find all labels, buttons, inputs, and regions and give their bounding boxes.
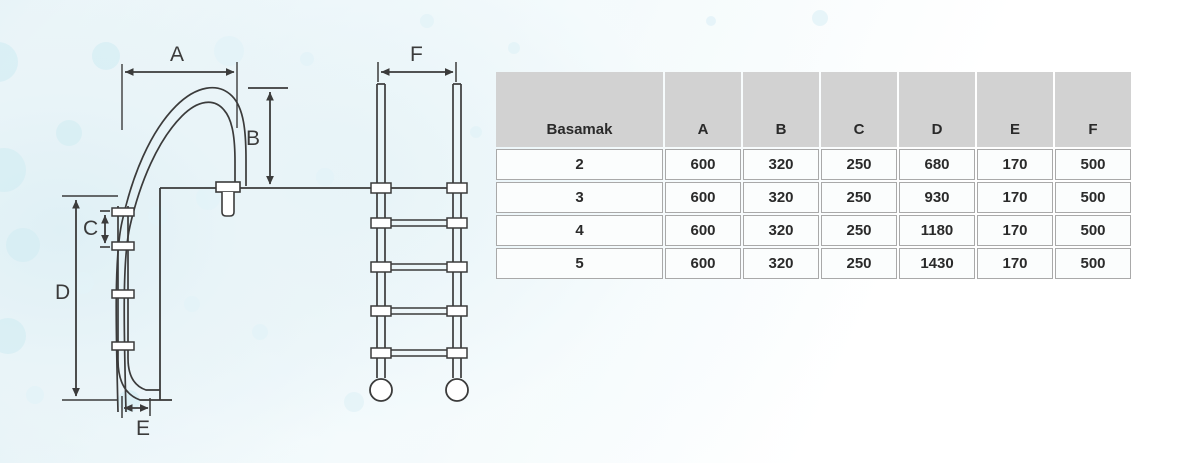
cell-f: 500	[1055, 182, 1131, 213]
dimension-label-f: F	[410, 43, 423, 66]
cell-d: 930	[899, 182, 975, 213]
dimension-a	[121, 62, 238, 130]
cell-d: 1430	[899, 248, 975, 279]
cell-b: 320	[743, 215, 819, 246]
cell-b: 320	[743, 182, 819, 213]
cell-c: 250	[821, 248, 897, 279]
dimension-label-c: C	[83, 217, 99, 240]
table-header-row: Basamak A B C D E F	[496, 72, 1131, 147]
column-header-c: C	[821, 72, 897, 147]
cell-basamak: 3	[496, 182, 663, 213]
column-header-basamak: Basamak	[496, 72, 663, 147]
side-view-stringer	[117, 206, 160, 401]
cell-basamak: 5	[496, 248, 663, 279]
front-view-rungs	[370, 182, 468, 359]
dimension-d	[62, 195, 118, 401]
cell-basamak: 2	[496, 149, 663, 180]
cell-c: 250	[821, 215, 897, 246]
front-view-feet	[369, 378, 469, 402]
cell-e: 170	[977, 182, 1053, 213]
dimension-label-d: D	[55, 281, 71, 304]
dimension-label-b: B	[246, 127, 261, 150]
table-row: 3 600 320 250 930 170 500	[496, 182, 1131, 213]
dimension-f	[377, 62, 457, 82]
column-header-e: E	[977, 72, 1053, 147]
cell-a: 600	[665, 149, 741, 180]
deck-line	[159, 187, 455, 401]
cell-a: 600	[665, 182, 741, 213]
dimension-b	[248, 87, 288, 185]
column-header-f: F	[1055, 72, 1131, 147]
column-header-b: B	[743, 72, 819, 147]
cell-e: 170	[977, 149, 1053, 180]
front-view-rails	[376, 83, 462, 378]
handrail-curve	[115, 86, 247, 413]
cell-e: 170	[977, 215, 1053, 246]
cell-d: 1180	[899, 215, 975, 246]
cell-c: 250	[821, 149, 897, 180]
table-row: 4 600 320 250 1180 170 500	[496, 215, 1131, 246]
dimension-label-a: A	[170, 43, 185, 66]
cell-b: 320	[743, 248, 819, 279]
cell-f: 500	[1055, 149, 1131, 180]
table-row: 5 600 320 250 1430 170 500	[496, 248, 1131, 279]
column-header-a: A	[665, 72, 741, 147]
cell-e: 170	[977, 248, 1053, 279]
table-body: 2 600 320 250 680 170 500 3 600 320 250 …	[496, 149, 1131, 279]
cell-a: 600	[665, 248, 741, 279]
cell-b: 320	[743, 149, 819, 180]
column-header-d: D	[899, 72, 975, 147]
side-view-steps	[111, 207, 135, 351]
table-header: Basamak A B C D E F	[496, 72, 1131, 147]
cell-f: 500	[1055, 248, 1131, 279]
cell-f: 500	[1055, 215, 1131, 246]
dimension-label-e: E	[136, 417, 151, 440]
handrail-anchor-socket	[215, 181, 241, 217]
cell-basamak: 4	[496, 215, 663, 246]
cell-d: 680	[899, 149, 975, 180]
dimension-c	[100, 210, 110, 248]
table-row: 2 600 320 250 680 170 500	[496, 149, 1131, 180]
dimension-e	[121, 396, 151, 418]
cell-a: 600	[665, 215, 741, 246]
cell-c: 250	[821, 182, 897, 213]
specification-table: Basamak A B C D E F 2 600 320 250 680 17…	[494, 70, 1133, 281]
